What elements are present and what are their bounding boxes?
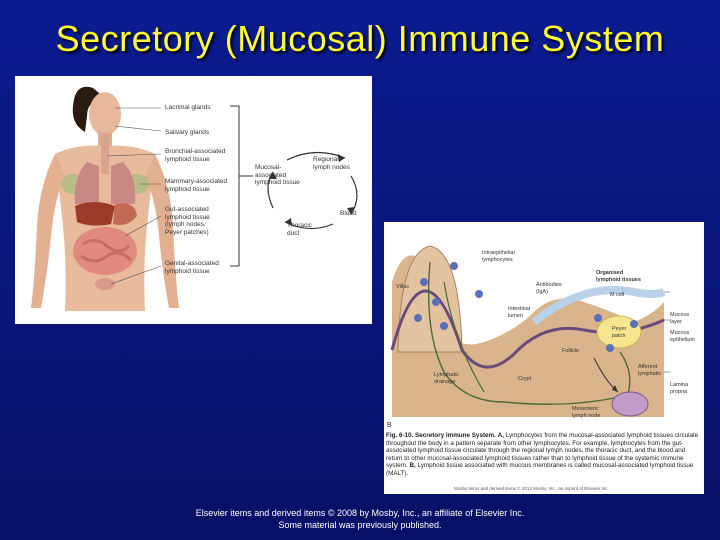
label-mesenteric-lymph-node: Mesenteric lymph node [572,406,601,419]
label-m-cell: M cell [610,292,625,298]
figure-caption: Fig. 6-10. Secretory Immune System. A, L… [386,432,700,478]
label-thoracic-duct: Thoracic duct [287,222,312,237]
label-peyer-patch: Peyer patch [612,326,627,339]
intestinal-mucosa-illustration [390,245,670,417]
label-crypt: Crypt [518,376,532,382]
label-mammary-tissue: Mammary-associated lymphoid tissue [165,178,228,193]
label-organised-lymphoid-tissues: Organised lymphoid tissues [596,270,641,283]
caption-part-a: A, [497,432,504,439]
caption-text-a: Lymphocytes from the mucosal-associated … [386,432,699,470]
figure-a-panel: Lacrimal glands Salivary glands Bronchia… [15,76,372,324]
body-anatomy-illustration [31,86,358,311]
label-blood: Blood [340,210,357,217]
label-regional-lymph-nodes: Regional lymph nodes [313,156,350,171]
label-salivary-glands: Salivary glands [165,129,210,136]
slide-title: Secretory (Mucosal) Immune System [55,18,665,59]
label-intestinal-lumen: Intestinal lumen [508,306,531,319]
label-lamina-propria: Lamina propria [670,382,689,395]
label-antibodies: Antibodies (IgA) [536,282,562,295]
caption-figure-title: Fig. 6-10. Secretory Immune System. [386,432,496,439]
label-afferent-lymphatic: Afferent lymphatic [638,364,662,377]
label-bronchial-tissue: Bronchial-associated lymphoid tissue [165,148,226,163]
label-mucous-epithelium: Mucous epithelium [670,330,696,343]
label-villus: Villus [396,284,410,290]
label-lymphatic-drainage: Lymphatic drainage [434,372,459,385]
footer-line-2: Some material was previously published. [278,520,442,530]
label-follicle: Follicle [562,348,580,354]
label-mucous-layer: Mucous layer [670,312,690,325]
caption-text-b: Lymphoid tissue associated with mucous m… [386,462,694,477]
slide-footer: Elsevier items and derived items © 2008 … [0,507,720,531]
label-malt: Mucosal- associated lymphoid tissue [255,164,300,186]
footer-line-1: Elsevier items and derived items © 2008 … [195,508,525,518]
panel-letter-b: B [387,422,392,429]
label-lacrimal-glands: Lacrimal glands [165,104,211,111]
figure-credit: Mosby items and derived items © 2012 Mos… [454,486,609,491]
figure-b-panel: Villus Intraepithelial lymphocytes Antib… [384,222,704,494]
label-gut-tissue: Gut-associated lymphoid tissue (lymph no… [165,206,210,236]
label-genital-tissue: Genital-associated lymphoid tissue [165,260,219,275]
label-intraepithelial-lymphocytes: Intraepithelial lymphocytes [482,250,515,263]
caption-part-b: B, [409,462,416,470]
